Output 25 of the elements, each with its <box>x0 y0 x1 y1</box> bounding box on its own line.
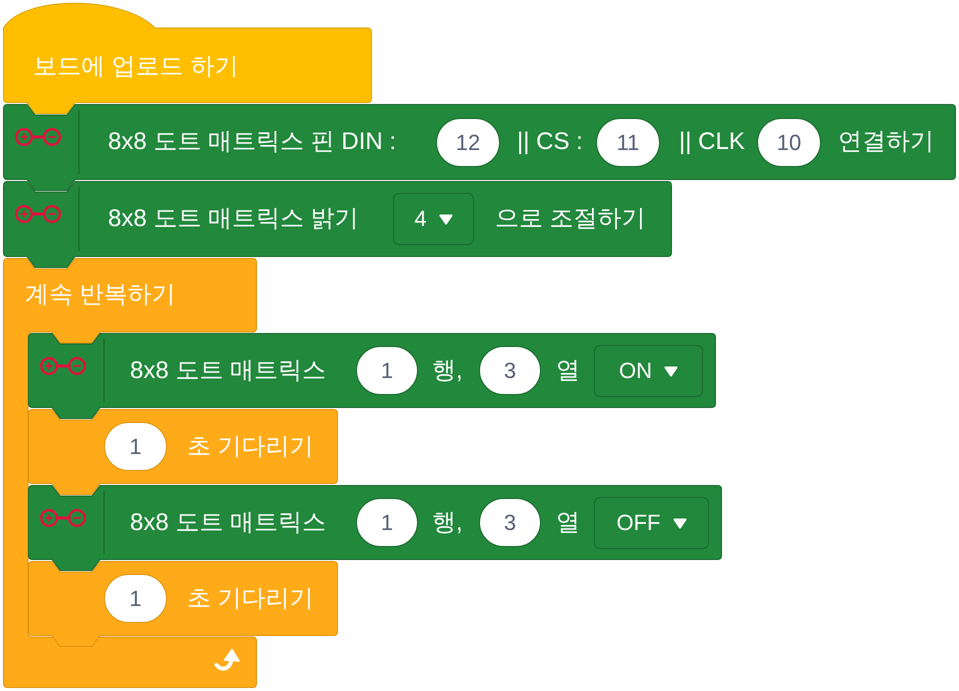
block-label: 8x8 도트 매트릭스 <box>130 356 326 384</box>
command-block <box>3 181 672 268</box>
block-label: 계속 반복하기 <box>25 281 176 309</box>
dropdown-menu: 4 <box>393 193 474 245</box>
block-label: 으로 조절하기 <box>495 205 646 233</box>
block-label: || CLK <box>679 128 745 156</box>
block-label: 8x8 도트 매트릭스 핀 DIN : <box>108 128 396 156</box>
block-label: 행, <box>432 508 463 536</box>
block-label: 초 기다리기 <box>187 432 314 460</box>
command-block <box>28 561 338 647</box>
block-label: 8x8 도트 매트릭스 밝기 <box>108 205 359 233</box>
block-label: 연결하기 <box>838 128 934 156</box>
command-block <box>3 104 956 191</box>
command-block <box>28 485 722 571</box>
block-label: 열 <box>556 508 580 536</box>
dropdown-menu: OFF <box>594 497 709 549</box>
hat-block <box>3 3 372 114</box>
block-label: 8x8 도트 매트릭스 <box>130 508 326 536</box>
block-label: 초 기다리기 <box>187 584 314 612</box>
block-label: 행, <box>432 356 463 384</box>
dropdown-menu: ON <box>594 345 703 397</box>
block-label: 열 <box>556 356 580 384</box>
command-block <box>28 333 716 419</box>
block-label: || CS : <box>517 128 583 156</box>
block-label: 보드에 업로드 하기 <box>33 53 238 81</box>
